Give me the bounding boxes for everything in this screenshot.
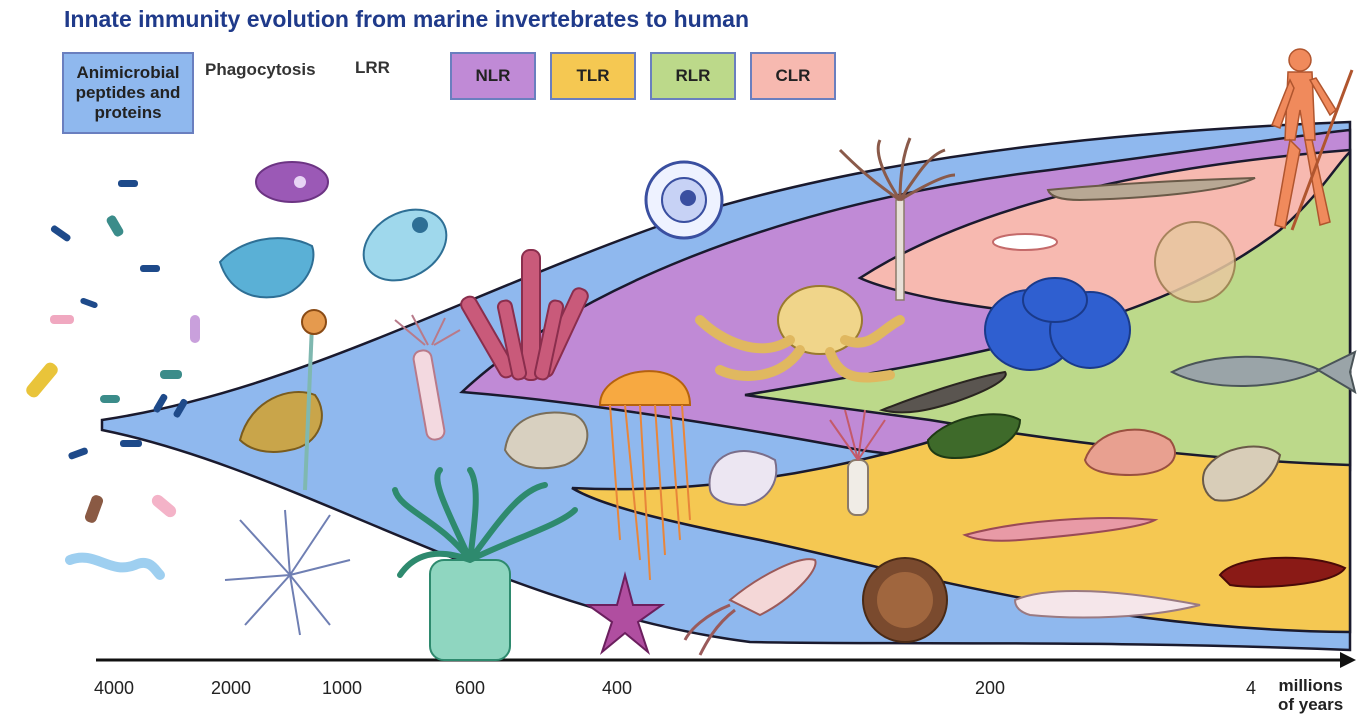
axis-tick-2000: 2000 <box>211 678 251 699</box>
bacteria-icon <box>24 180 200 575</box>
polychaete-icon <box>993 234 1057 250</box>
axis-tick-200: 200 <box>975 678 1005 699</box>
sponge-network-icon <box>225 510 350 635</box>
axis-tick-400: 400 <box>602 678 632 699</box>
axis-tick-4: 4 <box>1246 678 1256 699</box>
axis-units: millions of years <box>1278 676 1343 714</box>
pale-urchin-icon <box>1155 222 1235 302</box>
axis-tick-4000: 4000 <box>94 678 134 699</box>
timeline-arrowhead <box>1340 652 1356 668</box>
axis-tick-1000: 1000 <box>322 678 362 699</box>
ciliate-icon <box>351 195 459 294</box>
amoeba-blue-icon <box>220 238 313 297</box>
amoeba-icon <box>256 162 328 202</box>
axis-tick-600: 600 <box>455 678 485 699</box>
axis-units-line1: millions <box>1278 676 1343 695</box>
axis-units-line2: of years <box>1278 695 1343 714</box>
radiolarian-icon <box>646 162 722 238</box>
sea-urchin-icon <box>863 558 947 642</box>
